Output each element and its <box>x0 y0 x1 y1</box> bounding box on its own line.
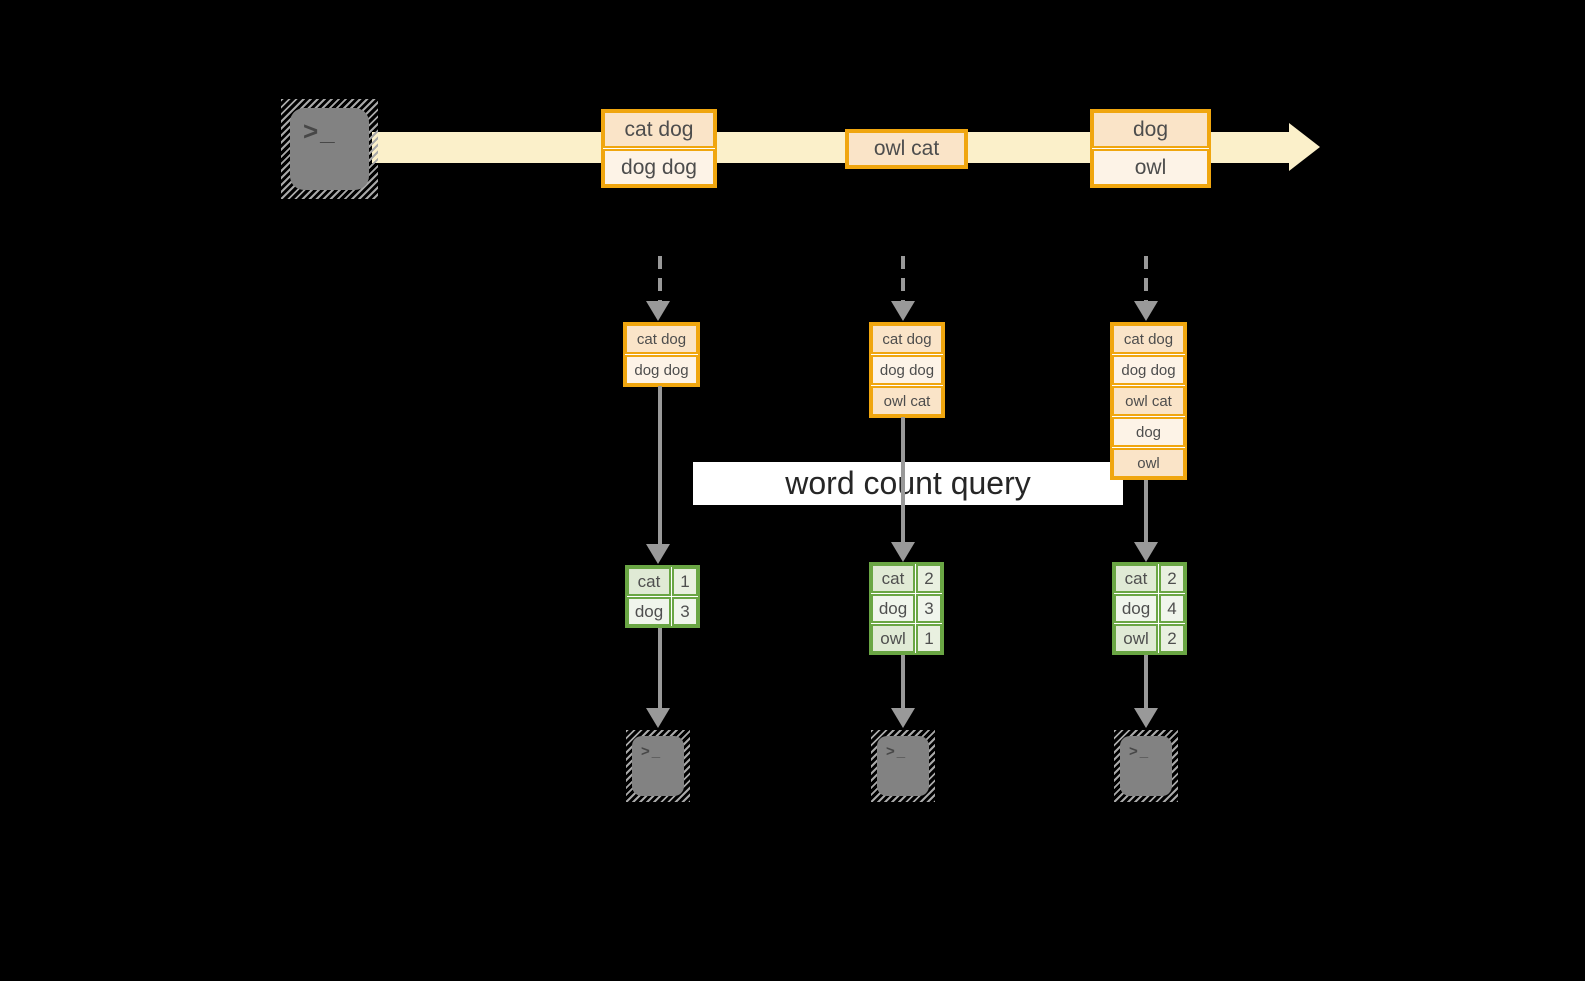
word-cell: owl <box>1114 624 1158 653</box>
dashed-arrow-line <box>658 256 662 302</box>
batch-row: dog dog <box>603 149 715 186</box>
snapshot-row: dog dog <box>871 355 943 385</box>
count-row: dog 3 <box>627 597 698 626</box>
batch-row: owl <box>1092 149 1209 186</box>
flow-line <box>901 655 905 708</box>
snapshot-row: cat dog <box>1112 324 1185 354</box>
snapshot-row: dog dog <box>1112 355 1185 385</box>
terminal-sink-icon: >_ <box>626 730 690 802</box>
count-table-1: cat 1 dog 3 <box>625 565 700 628</box>
word-cell: cat <box>1114 564 1158 593</box>
count-cell: 1 <box>672 567 698 596</box>
count-table-3: cat 2 dog 4 owl 2 <box>1112 562 1187 655</box>
prompt-glyph: >_ <box>641 743 663 760</box>
count-row: dog 4 <box>1114 594 1185 623</box>
count-cell: 3 <box>672 597 698 626</box>
snapshot-row: cat dog <box>625 324 698 354</box>
stream-batch-1: cat dog dog dog <box>601 109 717 188</box>
word-cell: dog <box>627 597 671 626</box>
word-cell: dog <box>871 594 915 623</box>
snapshot-row: cat dog <box>871 324 943 354</box>
stream-batch-2: owl cat <box>845 129 968 169</box>
count-row: cat 2 <box>871 564 942 593</box>
arrowhead-icon <box>646 544 670 564</box>
dashed-arrow-line <box>1144 256 1148 302</box>
snapshot-row: dog <box>1112 417 1185 447</box>
snapshot-row: owl cat <box>1112 386 1185 416</box>
snapshot-stack-1: cat dog dog dog <box>623 322 700 387</box>
arrowhead-icon <box>891 708 915 728</box>
count-row: cat 2 <box>1114 564 1185 593</box>
prompt-glyph: >_ <box>886 743 908 760</box>
batch-row: dog <box>1092 111 1209 148</box>
count-row: cat 1 <box>627 567 698 596</box>
flow-line <box>1144 655 1148 708</box>
prompt-glyph: >_ <box>1129 743 1151 760</box>
flow-line <box>658 386 662 544</box>
stream-batch-3: dog owl <box>1090 109 1211 188</box>
count-row: owl 2 <box>1114 624 1185 653</box>
count-cell: 2 <box>1159 624 1185 653</box>
query-banner: word count query <box>693 462 1123 505</box>
arrowhead-icon <box>1134 708 1158 728</box>
query-label: word count query <box>785 465 1031 501</box>
arrowhead-icon <box>646 708 670 728</box>
terminal-screen: >_ <box>290 108 369 190</box>
snapshot-row: owl cat <box>871 386 943 416</box>
arrowhead-icon <box>1134 542 1158 562</box>
word-cell: cat <box>871 564 915 593</box>
batch-row: cat dog <box>603 111 715 148</box>
arrowhead-icon <box>1134 301 1158 321</box>
word-cell: owl <box>871 624 915 653</box>
snapshot-stack-3: cat dog dog dog owl cat dog owl <box>1110 322 1187 480</box>
flow-line <box>1144 479 1148 544</box>
count-table-2: cat 2 dog 3 owl 1 <box>869 562 944 655</box>
count-row: dog 3 <box>871 594 942 623</box>
terminal-sink-icon: >_ <box>1114 730 1178 802</box>
arrowhead-icon <box>891 301 915 321</box>
arrowhead-icon <box>646 301 670 321</box>
count-cell: 1 <box>916 624 942 653</box>
count-cell: 2 <box>916 564 942 593</box>
count-cell: 4 <box>1159 594 1185 623</box>
snapshot-stack-2: cat dog dog dog owl cat <box>869 322 945 418</box>
flow-line <box>658 628 662 708</box>
flow-line <box>901 417 905 544</box>
snapshot-row: owl <box>1112 448 1185 478</box>
batch-row: owl cat <box>847 131 966 167</box>
snapshot-row: dog dog <box>625 355 698 385</box>
stream-arrowhead-icon <box>1289 123 1320 171</box>
terminal-screen: >_ <box>632 736 684 796</box>
terminal-screen: >_ <box>877 736 929 796</box>
word-cell: dog <box>1114 594 1158 623</box>
dashed-arrow-line <box>901 256 905 302</box>
terminal-source-icon: >_ <box>281 99 378 199</box>
count-cell: 3 <box>916 594 942 623</box>
terminal-sink-icon: >_ <box>871 730 935 802</box>
arrowhead-icon <box>891 542 915 562</box>
count-row: owl 1 <box>871 624 942 653</box>
prompt-glyph: >_ <box>303 116 337 146</box>
count-cell: 2 <box>1159 564 1185 593</box>
terminal-screen: >_ <box>1120 736 1172 796</box>
word-cell: cat <box>627 567 671 596</box>
